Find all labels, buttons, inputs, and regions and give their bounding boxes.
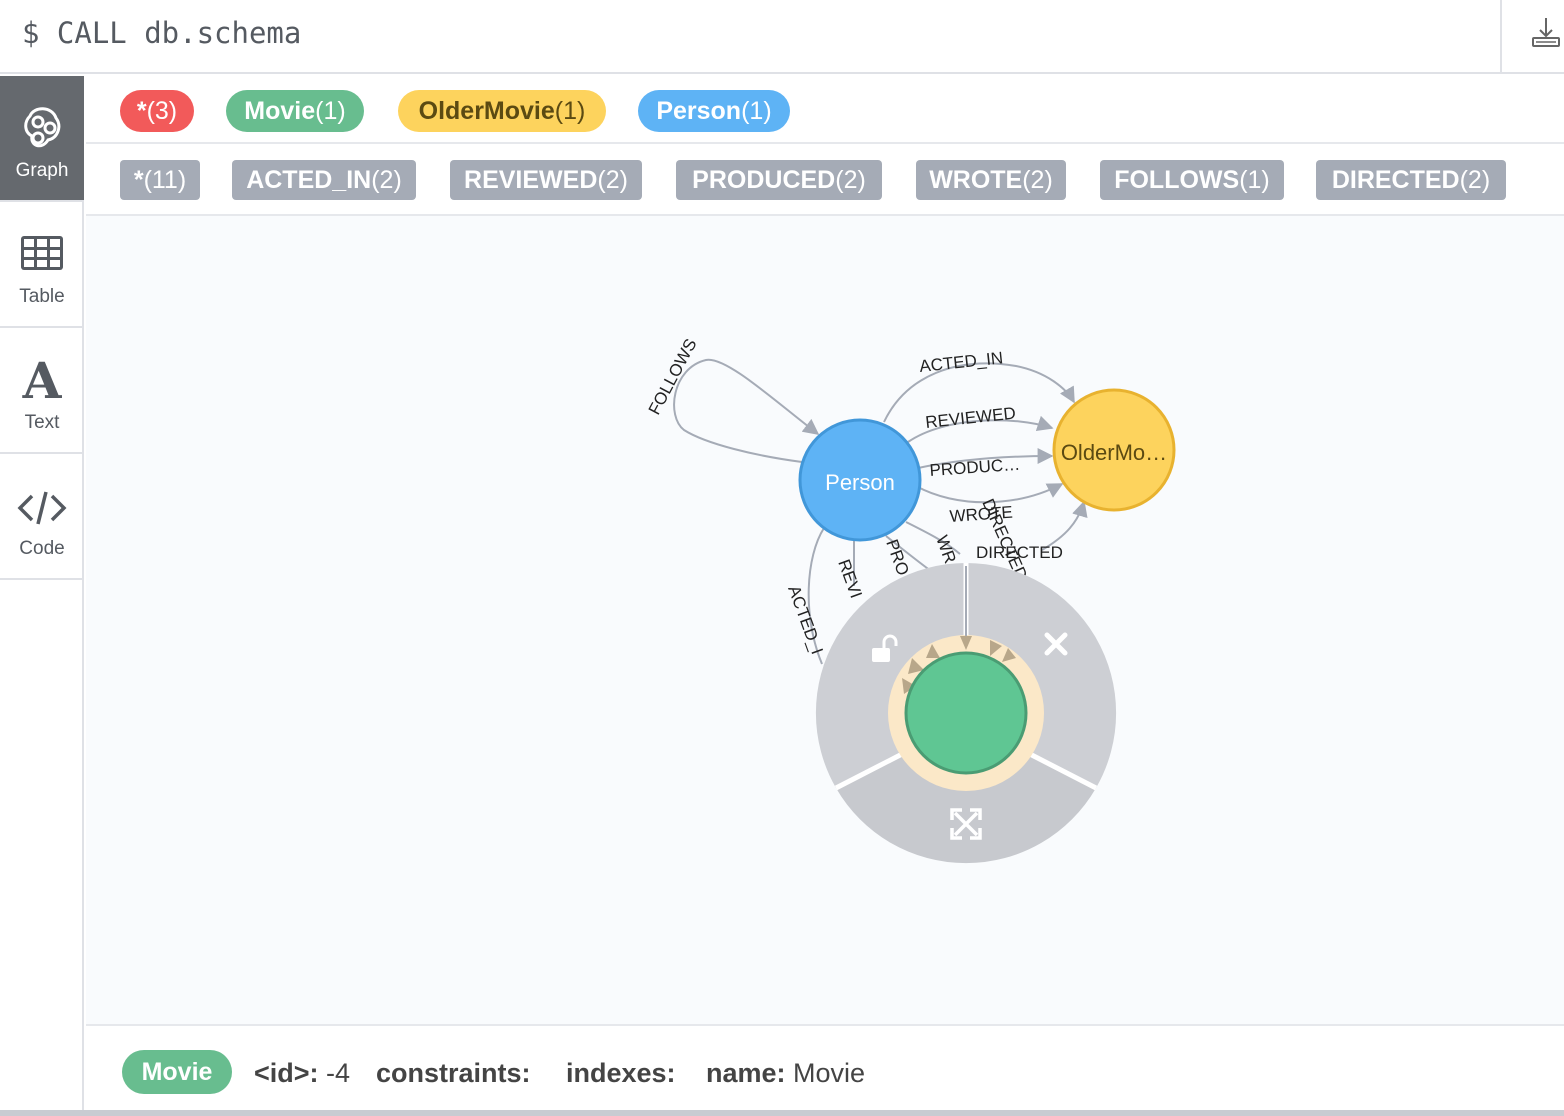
sidebar-item-label: Text <box>24 412 60 433</box>
rel-tag-wrote[interactable]: WROTE(2) <box>916 160 1066 200</box>
sidebar-item-text[interactable]: A Text <box>0 328 84 454</box>
svg-text:A: A <box>22 351 63 410</box>
rel-tag-follows[interactable]: FOLLOWS(1) <box>1100 160 1284 200</box>
rel-tag-reviewed[interactable]: REVIEWED(2) <box>450 160 642 200</box>
label-pill-all[interactable]: *(3) <box>120 90 194 132</box>
ring-menu-expand-segment[interactable] <box>836 751 1096 864</box>
edge-label-produced: PRODUC… <box>929 455 1021 480</box>
editor-bar: $ CALL db.schema <box>0 0 1564 74</box>
sidebar-item-label: Table <box>19 286 65 307</box>
node-ring-menu <box>815 562 1117 864</box>
code-icon <box>12 476 72 536</box>
label-pill-person[interactable]: Person(1) <box>638 90 790 132</box>
inspector-prop-id: <id>: -4 <box>254 1058 351 1088</box>
edge-produced[interactable] <box>917 448 1054 469</box>
text-icon: A <box>12 350 72 410</box>
ring-menu-unlock-segment[interactable] <box>815 563 966 788</box>
edge-label-acted-in-2: ACTED_I <box>784 583 826 657</box>
node-movie[interactable] <box>904 651 1028 775</box>
label-pill-oldermovie[interactable]: OlderMovie(1) <box>398 90 606 132</box>
toolbar-divider <box>1500 0 1502 74</box>
sidebar-item-table[interactable]: Table <box>0 202 84 328</box>
node-caption-oldermovie: OlderMo… <box>1061 440 1167 465</box>
ring-menu-close-segment[interactable] <box>966 562 1117 788</box>
inspector-prop-indexes: indexes: <box>566 1058 676 1088</box>
inspector-label-pill[interactable]: Movie <box>122 1050 232 1094</box>
edge-label-reviewed-2: REVI <box>834 557 865 601</box>
expand-icon[interactable] <box>950 808 982 840</box>
node-oldermovie[interactable] <box>1052 388 1176 512</box>
edge-label-follows: FOLLOWS <box>645 336 701 418</box>
edge-label-wrote: WROTE <box>949 503 1013 526</box>
edge-wrote[interactable] <box>915 483 1064 504</box>
edge-label-acted-in: ACTED_IN <box>918 348 1004 376</box>
rel-tag-acted-in[interactable]: ACTED_IN(2) <box>232 160 416 200</box>
bottom-scroll-track <box>0 1110 1564 1116</box>
node-labels-bar: *(3) Movie(1) OlderMovie(1) Person(1) <box>86 76 1564 144</box>
label-pill-movie[interactable]: Movie(1) <box>226 90 364 132</box>
unlock-icon[interactable] <box>872 634 898 662</box>
node-caption-person: Person <box>825 470 895 495</box>
edge-acted-in[interactable] <box>883 362 1075 423</box>
edge-label-produced-2: PRO <box>882 537 912 578</box>
table-icon <box>12 224 72 284</box>
rel-tag-directed[interactable]: DIRECTED(2) <box>1316 160 1506 200</box>
command-text[interactable]: $ CALL db.schema <box>22 16 302 50</box>
sidebar-item-label: Graph <box>15 160 69 181</box>
edge-directed[interactable] <box>1041 500 1088 551</box>
sidebar-item-graph[interactable]: Graph <box>0 76 84 202</box>
inspector-prop-name: name: Movie <box>706 1058 866 1088</box>
edge-follows[interactable] <box>673 358 820 463</box>
sidebar-item-label: Code <box>19 538 65 559</box>
relationship-types-bar: *(11) ACTED_IN(2) REVIEWED(2) PRODUCED(2… <box>86 144 1564 216</box>
edge-label-wrote-2: WR <box>932 533 960 566</box>
rel-tag-produced[interactable]: PRODUCED(2) <box>676 160 882 200</box>
close-icon[interactable] <box>1044 632 1068 656</box>
inspector-prop-constraints: constraints: <box>376 1058 531 1088</box>
sidebar-item-code[interactable]: Code <box>0 454 84 580</box>
edge-reviewed[interactable] <box>907 415 1054 443</box>
graph-icon <box>12 98 72 158</box>
edge-label-reviewed: REVIEWED <box>924 404 1016 432</box>
view-sidebar: Graph Table A Text <box>0 76 84 1116</box>
inspector-bar: Movie <id>: -4 constraints: indexes: nam… <box>86 1024 1564 1110</box>
node-person[interactable] <box>798 418 922 542</box>
edge-wrote-2[interactable] <box>905 521 961 555</box>
download-icon[interactable] <box>1526 14 1564 54</box>
edge-acted-in-2[interactable] <box>807 527 825 665</box>
rel-tag-all[interactable]: *(11) <box>120 160 200 200</box>
incoming-arrowheads <box>902 636 1016 694</box>
edge-label-directed-2: DIRECTED <box>976 543 1063 562</box>
graph-canvas[interactable]: FOLLOWS ACTED_IN REVIEWED PRODUC… WROTE … <box>86 216 1564 1024</box>
